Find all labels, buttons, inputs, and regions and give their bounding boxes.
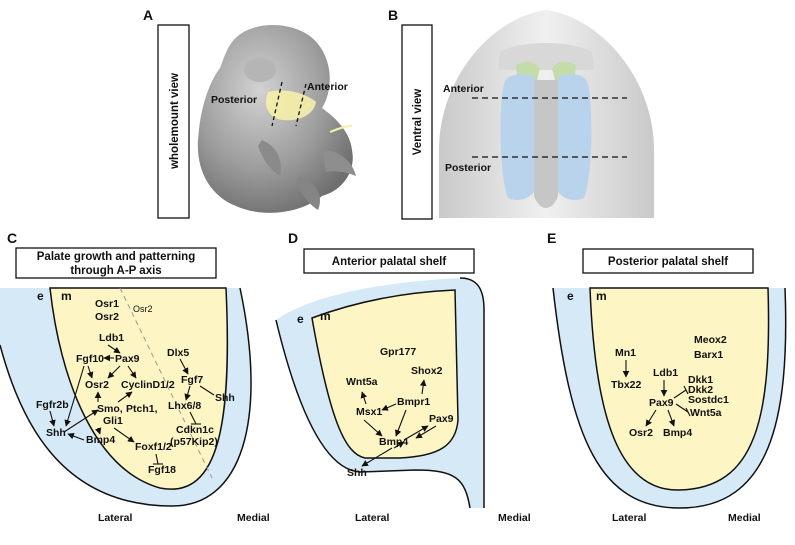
gene-gpr177: Gpr177	[380, 346, 416, 358]
gene-wnt5a: Wnt5a	[346, 376, 378, 388]
panel-c-title-box	[15, 247, 217, 279]
panel-b-anterior-label: Anterior	[443, 83, 484, 95]
panel-d-title-box	[303, 248, 475, 274]
gene-osr2-small: Osr2	[133, 304, 153, 314]
panel-a-anterior-label: Anterior	[307, 81, 348, 93]
panel-d-gene-network: Gpr177 Shox2 Wnt5a Bmpr1 Msx1 Pax9 Bmp4 …	[346, 346, 454, 479]
panel-label-c: C	[7, 230, 17, 246]
panel-e-mesenchyme	[589, 287, 770, 491]
gene-p57: (p57Kip2)	[170, 436, 218, 448]
panel-c-ap-axis-line	[119, 287, 213, 479]
gene-meox2: Meox2	[694, 334, 727, 346]
ventral-head-illustration	[439, 10, 654, 218]
panel-c-title-line1: Palate growth and patterning	[37, 251, 195, 263]
gene-dkk2: Dkk2	[688, 384, 713, 396]
panel-d-title: Anterior palatal shelf	[332, 256, 447, 268]
gene-fgf7: Fgf7	[181, 374, 203, 386]
panel-e-lateral-label: Lateral	[612, 512, 647, 524]
panel-c-title-line2: through A-P axis	[70, 265, 161, 277]
panel-d-mesenchyme	[311, 289, 459, 459]
gene-pax9: Pax9	[115, 353, 140, 365]
gene-osr2: Osr2	[629, 427, 653, 439]
panel-d-medial-label: Medial	[498, 512, 531, 524]
panel-a-posterior-label: Posterior	[211, 94, 257, 106]
gene-tbx22: Tbx22	[611, 379, 642, 391]
panel-b-posterior-label: Posterior	[445, 162, 491, 174]
gene-barx1: Barx1	[694, 349, 723, 361]
panel-e-medial-label: Medial	[728, 512, 761, 524]
gene-cdkn1c: Cdkn1c	[176, 424, 214, 436]
gene-pax9: Pax9	[429, 413, 454, 425]
panel-c-gene-network: Osr1 Osr2 Osr2 Ldb1 Fgf10 Pax9 Osr2 Cycl…	[36, 298, 235, 476]
gene-ldb1: Ldb1	[653, 367, 678, 379]
gene-ldb1: Ldb1	[99, 332, 124, 344]
gene-shh: Shh	[347, 467, 367, 479]
ventral-view-label: Ventral view	[412, 89, 424, 156]
wholemount-view-label: wholemount view	[169, 73, 181, 170]
gene-msx1: Msx1	[356, 406, 382, 418]
panel-label-b: B	[388, 7, 398, 23]
panel-c-medial-label: Medial	[237, 512, 270, 524]
gene-osr2-mid: Osr2	[85, 379, 109, 391]
panel-label-a: A	[143, 7, 153, 23]
gene-dkk1: Dkk1	[688, 374, 713, 386]
gene-bmp4: Bmp4	[663, 427, 692, 439]
wholemount-view-box	[157, 24, 190, 219]
panel-c-m-label: m	[61, 289, 72, 303]
panel-label-e: E	[547, 230, 556, 246]
gene-gli1: Gli1	[103, 415, 123, 427]
gene-sostdc1: Sostdc1	[688, 394, 729, 406]
gene-wnt5a: Wnt5a	[690, 407, 722, 419]
panel-label-d: D	[288, 230, 298, 246]
gene-shox2: Shox2	[411, 365, 443, 377]
gene-osr2: Osr2	[95, 311, 119, 323]
gene-shh-right: Shh	[215, 392, 235, 404]
panel-e-gene-network: Meox2 Barx1 Mn1 Tbx22 Ldb1 Dkk1 Dkk2 Sos…	[611, 334, 729, 439]
gene-dlx5: Dlx5	[167, 347, 189, 359]
panel-c-mesenchyme	[49, 287, 229, 490]
gene-foxf: Foxf1/2	[135, 441, 172, 453]
posterior-cut-line	[271, 81, 283, 127]
gene-fgf10: Fgf10	[76, 353, 104, 365]
gene-mn1: Mn1	[615, 347, 636, 359]
embryo-illustration	[197, 24, 356, 213]
gene-fgf18: Fgf18	[148, 464, 176, 476]
gene-osr1: Osr1	[95, 298, 119, 310]
panel-c-lateral-label: Lateral	[98, 512, 133, 524]
gene-pax9: Pax9	[649, 397, 674, 409]
anterior-cut-line	[295, 83, 307, 127]
gene-bmpr1: Bmpr1	[397, 396, 430, 408]
ventral-view-box	[401, 24, 433, 220]
gene-bmp4: Bmp4	[86, 434, 115, 446]
gene-cyclind: CyclinD1/2	[121, 379, 175, 391]
panel-e-m-label: m	[596, 289, 607, 303]
gene-fgfr2b: Fgfr2b	[36, 399, 69, 411]
gene-shh-left: Shh	[46, 427, 66, 439]
panel-c-e-label: e	[37, 289, 44, 303]
gene-smo: Smo,	[97, 403, 123, 415]
panel-d-m-label: m	[320, 309, 331, 323]
panel-d-e-label: e	[297, 312, 304, 326]
panel-e-title: Posterior palatal shelf	[608, 256, 728, 268]
panel-e-e-label: e	[567, 289, 574, 303]
panel-d-lateral-label: Lateral	[355, 512, 390, 524]
gene-lhx: Lhx6/8	[168, 400, 201, 412]
gene-ptch1: Ptch1,	[126, 403, 158, 415]
panel-e-title-box	[582, 248, 754, 274]
